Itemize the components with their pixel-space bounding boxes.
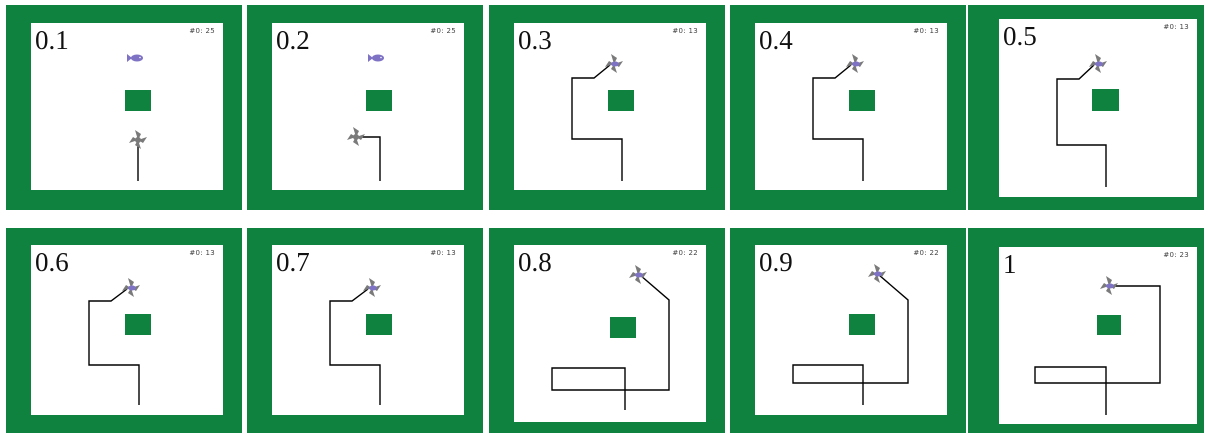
agent-path [356,137,380,181]
arena-scene [999,247,1197,424]
frame-row-2: 0.6 #0: 13 0.7 #0: 13 [6,228,1204,433]
frame-panel-6: 0.6 #0: 13 [6,228,242,433]
pinwheel-agent-icon [129,130,147,149]
frame-panel-2: 0.2 #0: 25 [247,5,483,210]
pinwheel-agent-icon [1100,276,1118,295]
pinwheel-agent-icon [629,265,647,284]
frame-panel-3: 0.3 #0: 13 [489,5,725,210]
agent-path [1035,286,1160,415]
agent-path [1057,65,1106,187]
target-square [610,317,636,338]
target-square [849,314,875,335]
score-readout: #0: 13 [430,249,456,257]
pinwheel-agent-icon [846,54,864,73]
pinwheel-agent-icon [605,54,623,73]
target-square [366,90,392,111]
frame-row-1: 0.1 #0: 25 [6,5,1204,210]
arena: 1 #0: 23 [999,247,1197,424]
arena: 0.4 #0: 13 [755,23,947,190]
arena: 0.5 #0: 13 [999,19,1197,197]
score-readout: #0: 25 [189,27,215,35]
frame-label: 0.4 [759,25,793,55]
agent-path [572,65,622,181]
target-square [125,314,151,335]
arena: 0.7 #0: 13 [272,245,464,415]
target-square [1097,315,1121,335]
target-square [125,90,151,111]
frame-label: 0.6 [35,247,69,277]
arena: 0.9 #0: 22 [755,245,947,415]
frame-label: 0.7 [276,247,310,277]
arena: 0.3 #0: 13 [514,23,706,190]
pinwheel-agent-icon [868,264,886,283]
target-square [608,90,634,111]
pinwheel-agent-icon [122,278,140,297]
score-readout: #0: 22 [672,249,698,257]
pinwheel-agent-icon [1089,54,1107,73]
fish-icon [127,54,143,62]
frame-panel-8: 0.8 #0: 22 [489,228,725,433]
score-readout: #0: 22 [913,249,939,257]
score-readout: #0: 13 [1163,23,1189,31]
arena: 0.1 #0: 25 [31,23,223,190]
frame-label: 0.8 [518,247,552,277]
agent-path [793,275,908,405]
score-readout: #0: 13 [189,249,215,257]
frame-label: 0.2 [276,25,310,55]
agent-path [813,65,863,181]
target-square [1092,89,1119,111]
score-readout: #0: 23 [1163,251,1189,259]
target-square [366,314,392,335]
arena: 0.6 #0: 13 [31,245,223,415]
pinwheel-agent-icon [363,278,381,297]
frame-panel-1: 0.1 #0: 25 [6,5,242,210]
frame-label: 0.3 [518,25,552,55]
target-square [849,90,875,111]
arena: 0.8 #0: 22 [514,245,706,422]
score-readout: #0: 25 [430,27,456,35]
frame-label: 1 [1003,249,1017,279]
agent-path [552,275,669,410]
frame-label: 0.1 [35,25,69,55]
agent-path [330,289,380,405]
frame-label: 0.9 [759,247,793,277]
fish-icon [368,54,384,62]
frame-panel-5: 0.5 #0: 13 [968,5,1204,210]
agent-path [89,289,139,405]
score-readout: #0: 13 [672,27,698,35]
pinwheel-agent-icon [347,127,365,146]
frame-panel-7: 0.7 #0: 13 [247,228,483,433]
arena: 0.2 #0: 25 [272,23,464,190]
score-readout: #0: 13 [913,27,939,35]
frame-label: 0.5 [1003,21,1037,51]
frame-panel-10: 1 #0: 23 [968,228,1204,433]
frame-panel-4: 0.4 #0: 13 [730,5,966,210]
frame-panel-9: 0.9 #0: 22 [730,228,966,433]
